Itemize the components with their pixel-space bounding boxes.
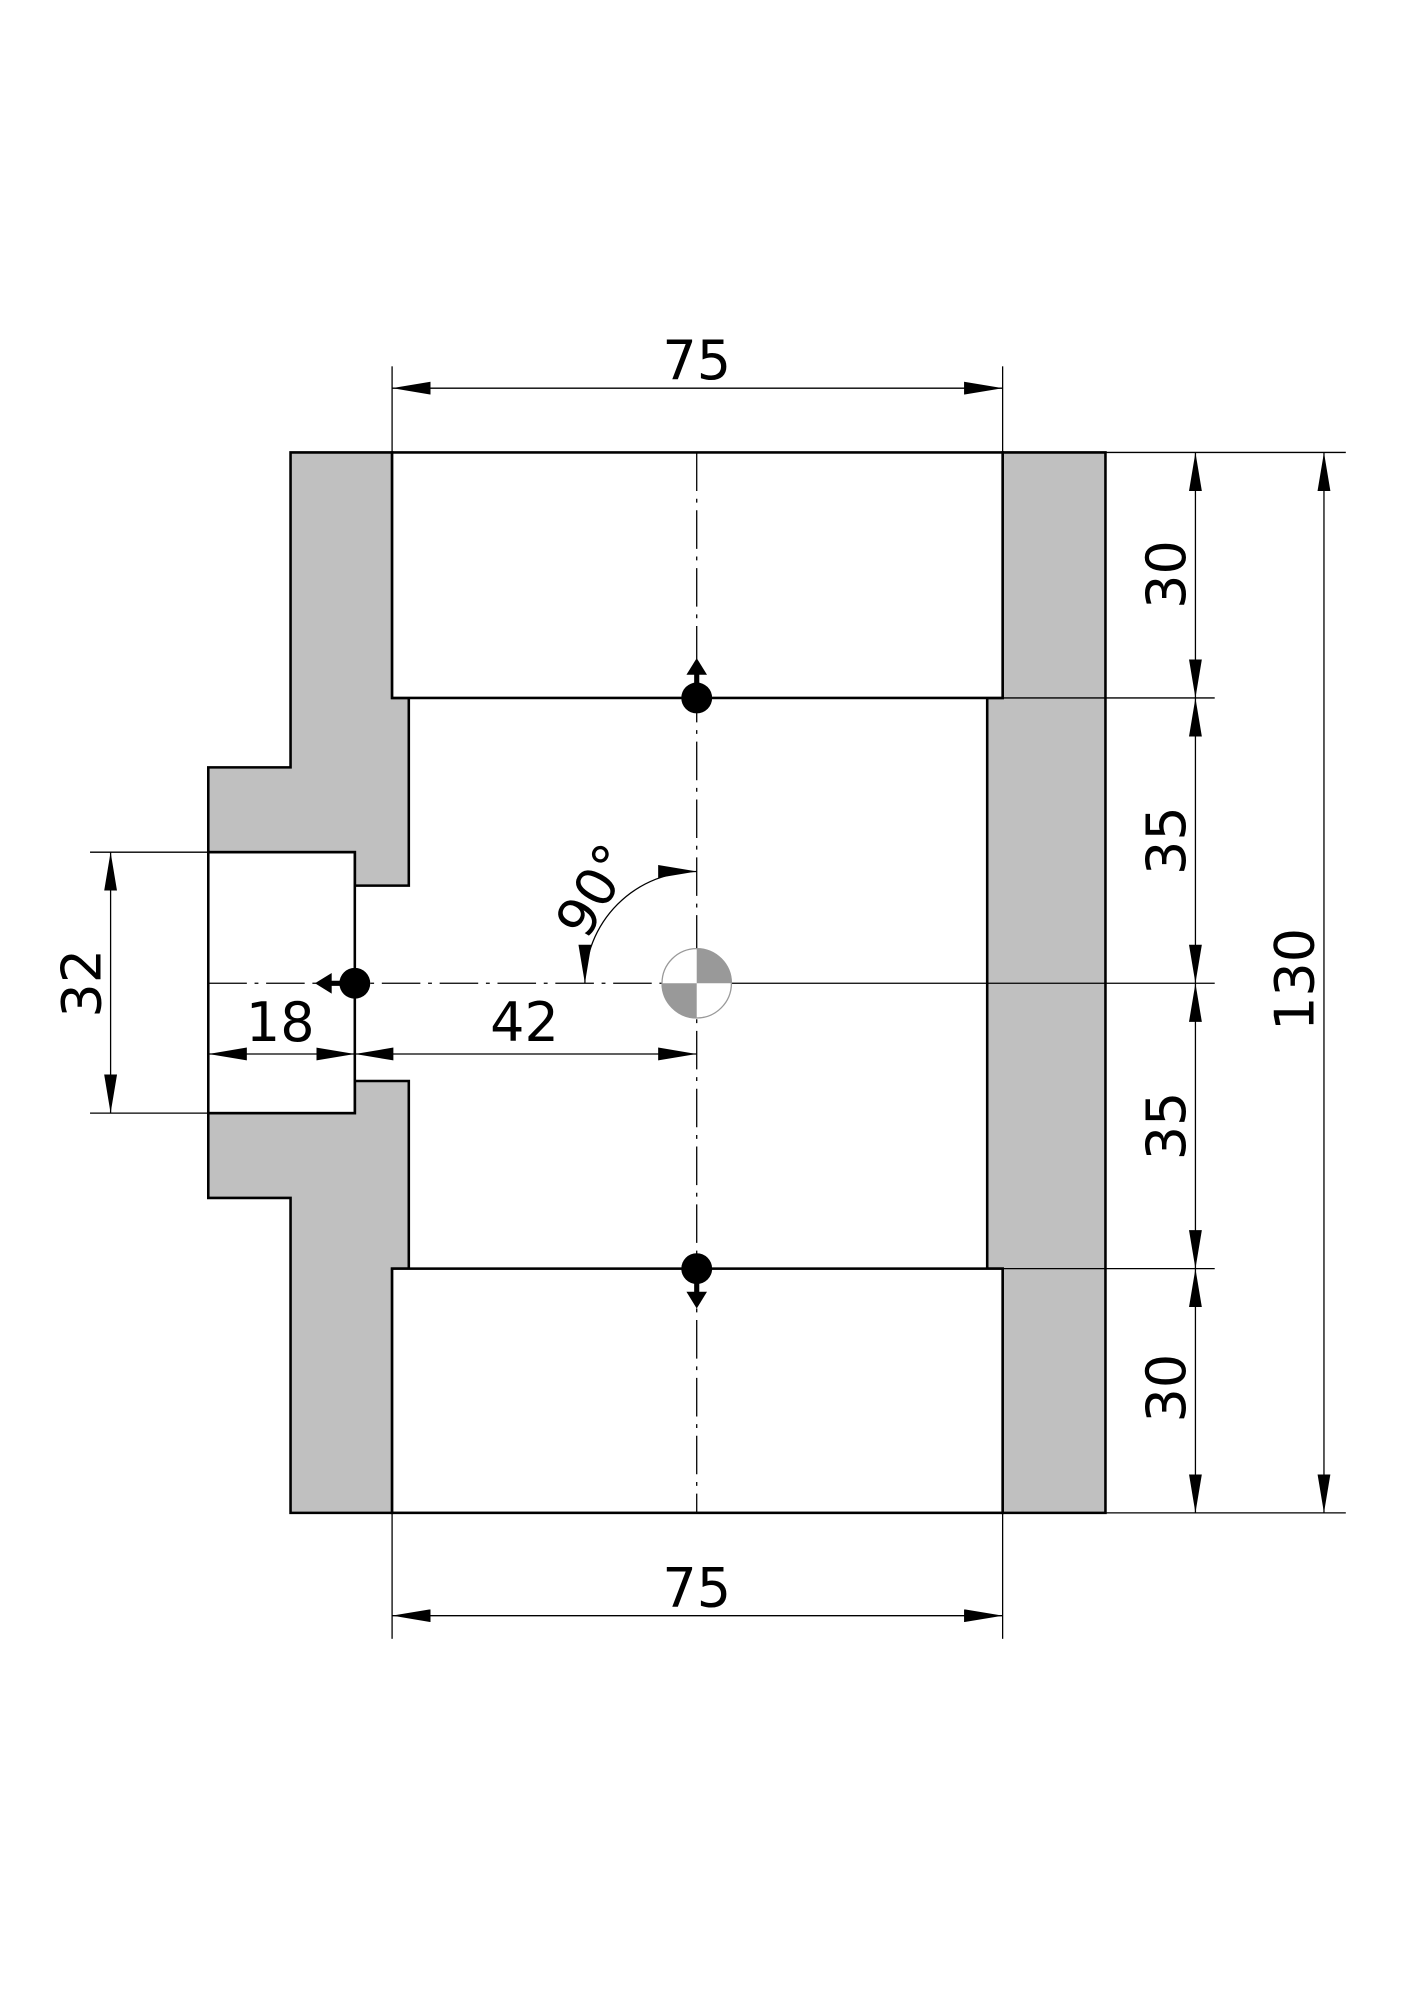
dim-side-bore-depth: 18 bbox=[208, 991, 355, 1061]
dim-side-bore-height: 32 bbox=[50, 851, 209, 1114]
dim-top-width: 75 bbox=[391, 329, 1004, 453]
dim-label: 32 bbox=[50, 949, 113, 1018]
left-wall-section bbox=[207, 451, 411, 887]
dim-label: 30 bbox=[1135, 540, 1198, 609]
center-of-gravity-icon bbox=[661, 947, 733, 1019]
dim-label: 75 bbox=[662, 329, 731, 392]
dim-label: 30 bbox=[1135, 1354, 1198, 1423]
dim-bottom-width: 75 bbox=[391, 1512, 1004, 1639]
connection-point-top-icon bbox=[681, 658, 713, 714]
dim-right-chain: 30 35 35 30 bbox=[1002, 451, 1346, 1514]
dim-total-height: 130 bbox=[1264, 452, 1331, 1513]
dim-label: 35 bbox=[1135, 806, 1198, 875]
dim-label: 130 bbox=[1264, 928, 1327, 1031]
dim-label: 42 bbox=[490, 991, 559, 1054]
dim-label: 35 bbox=[1135, 1092, 1198, 1161]
connection-point-side-icon bbox=[314, 967, 371, 999]
dim-label: 18 bbox=[246, 991, 315, 1054]
dim-side-offset: 42 bbox=[354, 991, 697, 1061]
dim-label: 75 bbox=[662, 1557, 731, 1620]
connection-point-bottom-icon bbox=[681, 1253, 713, 1309]
left-wall-section-lower bbox=[207, 1079, 411, 1515]
dim-label: 90° bbox=[543, 833, 645, 947]
